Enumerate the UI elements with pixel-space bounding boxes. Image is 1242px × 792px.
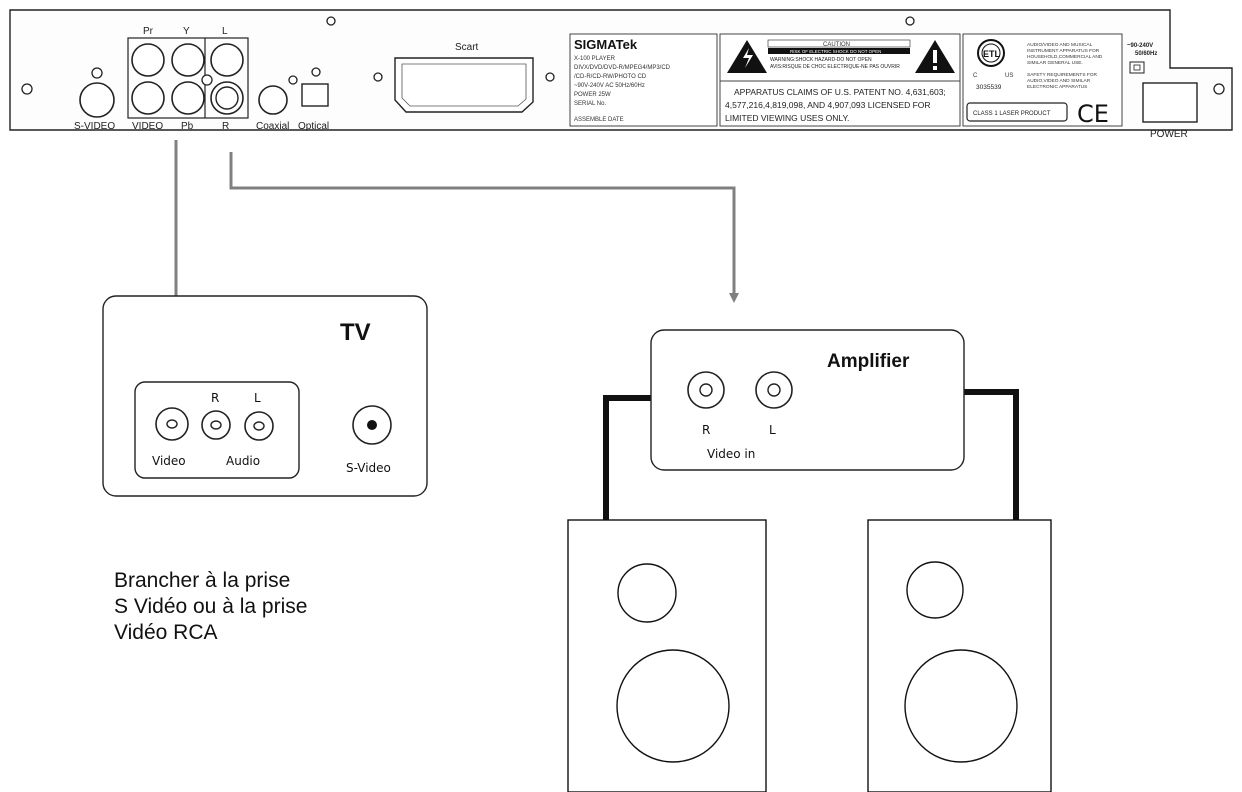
caption-line: S Vidéo ou à la prise xyxy=(114,595,308,618)
tweeter xyxy=(617,563,677,623)
audio-cable xyxy=(229,152,739,303)
tv-video-label: Video xyxy=(152,454,186,468)
player-optical-label: Optical xyxy=(298,121,329,132)
spec-label xyxy=(569,33,718,127)
compliance-line: ELECTRONIC APPARATUS xyxy=(1027,84,1087,90)
voltage-line: 50/60Hz xyxy=(1135,51,1157,57)
player-optical-port xyxy=(301,83,329,107)
player-video-jack xyxy=(131,81,165,115)
laser-product-badge xyxy=(966,102,1068,122)
instruction-caption: Brancher à la prise S Vidéo ou à la pris… xyxy=(114,568,414,646)
amplifier-r-label: R xyxy=(702,423,710,437)
voltage-line: ~90-240V xyxy=(1127,43,1153,49)
right-speaker xyxy=(867,519,1052,792)
player-svideo-label: S-VIDEO xyxy=(74,121,115,132)
player-coaxial-jack xyxy=(258,85,288,115)
amplifier-video-in-label: Video in xyxy=(707,447,755,461)
etl-c: C xyxy=(973,73,978,79)
player-rear-panel: S-VIDEO Pr Y L VIDEO Pb R Coaxial Optica… xyxy=(9,9,1233,140)
spec-line: ~90V-240V AC 50Hz/60Hz xyxy=(574,83,645,89)
screw-hole xyxy=(905,16,915,26)
spec-line: X-100 PLAYER xyxy=(574,56,616,62)
compliance-line: INSTRUMENT APPARATUS FOR xyxy=(1027,48,1100,54)
compliance-line: AUDIO,VIDEO AND SIMILAR xyxy=(1027,78,1091,84)
caption-line: Brancher à la prise xyxy=(114,569,291,592)
ce-mark: CE xyxy=(1077,100,1109,128)
player-pb-label: Pb xyxy=(181,121,194,132)
tv-title: TV xyxy=(340,319,371,346)
player-svideo-jack xyxy=(79,82,115,118)
player-coaxial-label: Coaxial xyxy=(256,121,289,132)
caution-line: AVIS:RISQUE DE CHOC ELECTRIQUE-NE PAS OU… xyxy=(770,64,900,70)
left-speaker-wire xyxy=(603,395,657,527)
caution-line: RISK OF ELECTRIC SHOCK DO NOT OPEN xyxy=(790,49,881,54)
amplifier-unit: Amplifier R L Video in xyxy=(650,329,965,471)
patent-line: 4,577,216,4,819,098, AND 4,907,093 LICEN… xyxy=(725,100,931,110)
player-scart-connector xyxy=(394,57,534,113)
compliance-line: AUDIO/VIDEO AND MUSICAL xyxy=(1027,42,1093,48)
player-l-top-label: L xyxy=(222,26,228,37)
power-socket xyxy=(1142,82,1198,123)
tv-audio-label: Audio xyxy=(226,454,260,468)
tv-svideo-label: S-Video xyxy=(346,461,391,475)
right-speaker-wire xyxy=(963,389,1019,524)
tv-unit: TV R L Video Audio S-Video xyxy=(102,295,428,497)
patent-line: APPARATUS CLAIMS OF U.S. PATENT NO. 4,63… xyxy=(734,87,946,97)
double-insulation-icon xyxy=(1129,61,1145,74)
etl-text: ETL xyxy=(983,49,1001,59)
tv-r-label: R xyxy=(211,391,219,405)
player-power-label: POWER xyxy=(1150,129,1188,140)
player-video-label: VIDEO xyxy=(132,121,163,132)
compliance-line: HOUSEHOLD,COMMERCIAL AND xyxy=(1027,54,1103,60)
caution-line: WARNING:SHOCK HAZARD-DO NOT OPEN xyxy=(770,57,872,63)
woofer xyxy=(616,649,730,763)
woofer xyxy=(904,649,1018,763)
brand-logo: SIGMATek xyxy=(574,37,638,52)
spec-line: POWER 25W xyxy=(574,92,611,98)
player-r-label: R xyxy=(222,121,229,132)
spec-line: SERIAL No. xyxy=(574,101,606,107)
player-pr-label: Pr xyxy=(143,26,154,37)
player-pb-jack xyxy=(171,81,205,115)
laser-product-text: CLASS 1 LASER PRODUCT xyxy=(973,111,1051,117)
player-scart-label: Scart xyxy=(455,42,479,53)
spec-line: DIVX/DVD/DVD-R/MPEG4/MP3/CD xyxy=(574,65,671,71)
screw-hole xyxy=(1213,83,1225,95)
screw-hole xyxy=(21,83,33,95)
player-pr-jack xyxy=(131,43,165,77)
spec-line: ASSEMBLE DATE xyxy=(574,117,624,123)
tweeter xyxy=(906,561,964,619)
caution-title: CAUTION xyxy=(823,42,850,48)
patent-line: LIMITED VIEWING USES ONLY. xyxy=(725,113,849,123)
player-audio-l-jack xyxy=(210,43,244,77)
compliance-line: SIMILAR GENERAL USE. xyxy=(1027,60,1083,66)
player-y-label: Y xyxy=(183,26,190,37)
left-speaker xyxy=(567,519,767,792)
etl-number: 3035539 xyxy=(976,84,1002,91)
screw-hole xyxy=(326,16,336,26)
amplifier-title: Amplifier xyxy=(827,351,910,372)
compliance-line: SAFETY REQUIREMENTS FOR xyxy=(1027,72,1098,78)
player-y-jack xyxy=(171,43,205,77)
tv-l-label: L xyxy=(254,391,261,405)
caption-line: Vidéo RCA xyxy=(114,621,218,644)
spec-line: /CD-R/CD-RW/PHOTO CD xyxy=(574,74,647,80)
amplifier-l-label: L xyxy=(769,423,776,437)
etl-us: US xyxy=(1005,73,1013,79)
